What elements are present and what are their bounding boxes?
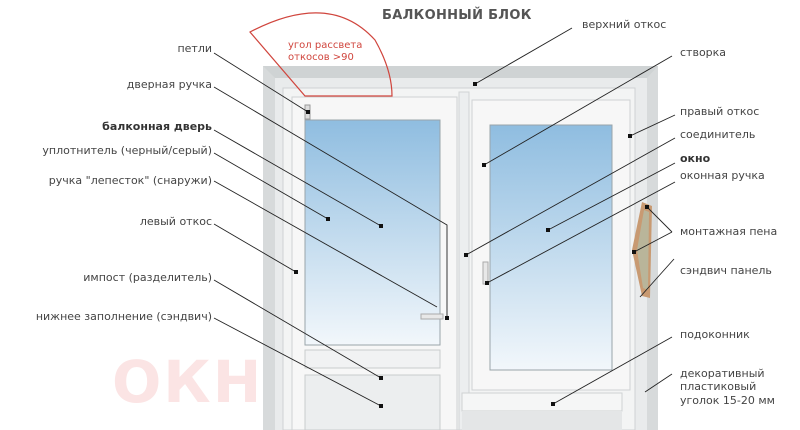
top-reveal: [263, 66, 658, 78]
angle-arc: [249, 12, 393, 97]
label-seal: уплотнитель (черный/серый): [42, 144, 212, 157]
label-left-reveal: левый откос: [139, 215, 212, 228]
window-sill: [461, 392, 623, 412]
window-handle: [482, 261, 489, 285]
angle-note-line: угол рассвета: [288, 40, 363, 51]
label-right-reveal: правый откос: [680, 105, 760, 118]
label-top-reveal: верхний откос: [582, 18, 667, 31]
door-lower-panel: [304, 374, 441, 430]
label-window: окно: [680, 152, 711, 165]
label-connector: соединитель: [680, 128, 756, 141]
label-sash: створка: [680, 46, 727, 59]
sandwich-panel: [637, 210, 649, 290]
label-window-handle: оконная ручка: [680, 169, 765, 182]
label-mounting-foam: монтажная пена: [680, 225, 778, 238]
diagram-title: БАЛКОННЫЙ БЛОК: [382, 8, 532, 23]
window-glass: [489, 124, 613, 371]
label-mullion: импост (разделитель): [83, 271, 212, 284]
label-window-sill: подоконник: [680, 328, 750, 341]
leader-points: [294, 82, 649, 408]
label-lower-fill: нижнее заполнение (сэндвич): [35, 310, 212, 323]
leader-lines: [213, 27, 676, 407]
angle-note: угол рассвета откосов >90: [288, 40, 362, 64]
label-door-handle: дверная ручка: [126, 78, 212, 91]
label-petal-handle: ручка "лепесток" (снаружи): [48, 174, 212, 187]
label-hinges: петли: [177, 42, 212, 55]
door-handle: [420, 313, 444, 320]
label-sandwich-panel: сэндвич панель: [680, 264, 772, 277]
mullion: [458, 91, 470, 430]
angle-note-line: откосов >90: [288, 52, 354, 63]
door-glass: [304, 119, 441, 346]
label-decorative-corner-2: пластиковый: [680, 380, 757, 393]
label-decorative-corner-1: декоративный: [680, 367, 765, 380]
label-decorative-corner-3: уголок 15-20 мм: [680, 394, 775, 407]
label-balcony-door: балконная дверь: [102, 120, 212, 133]
